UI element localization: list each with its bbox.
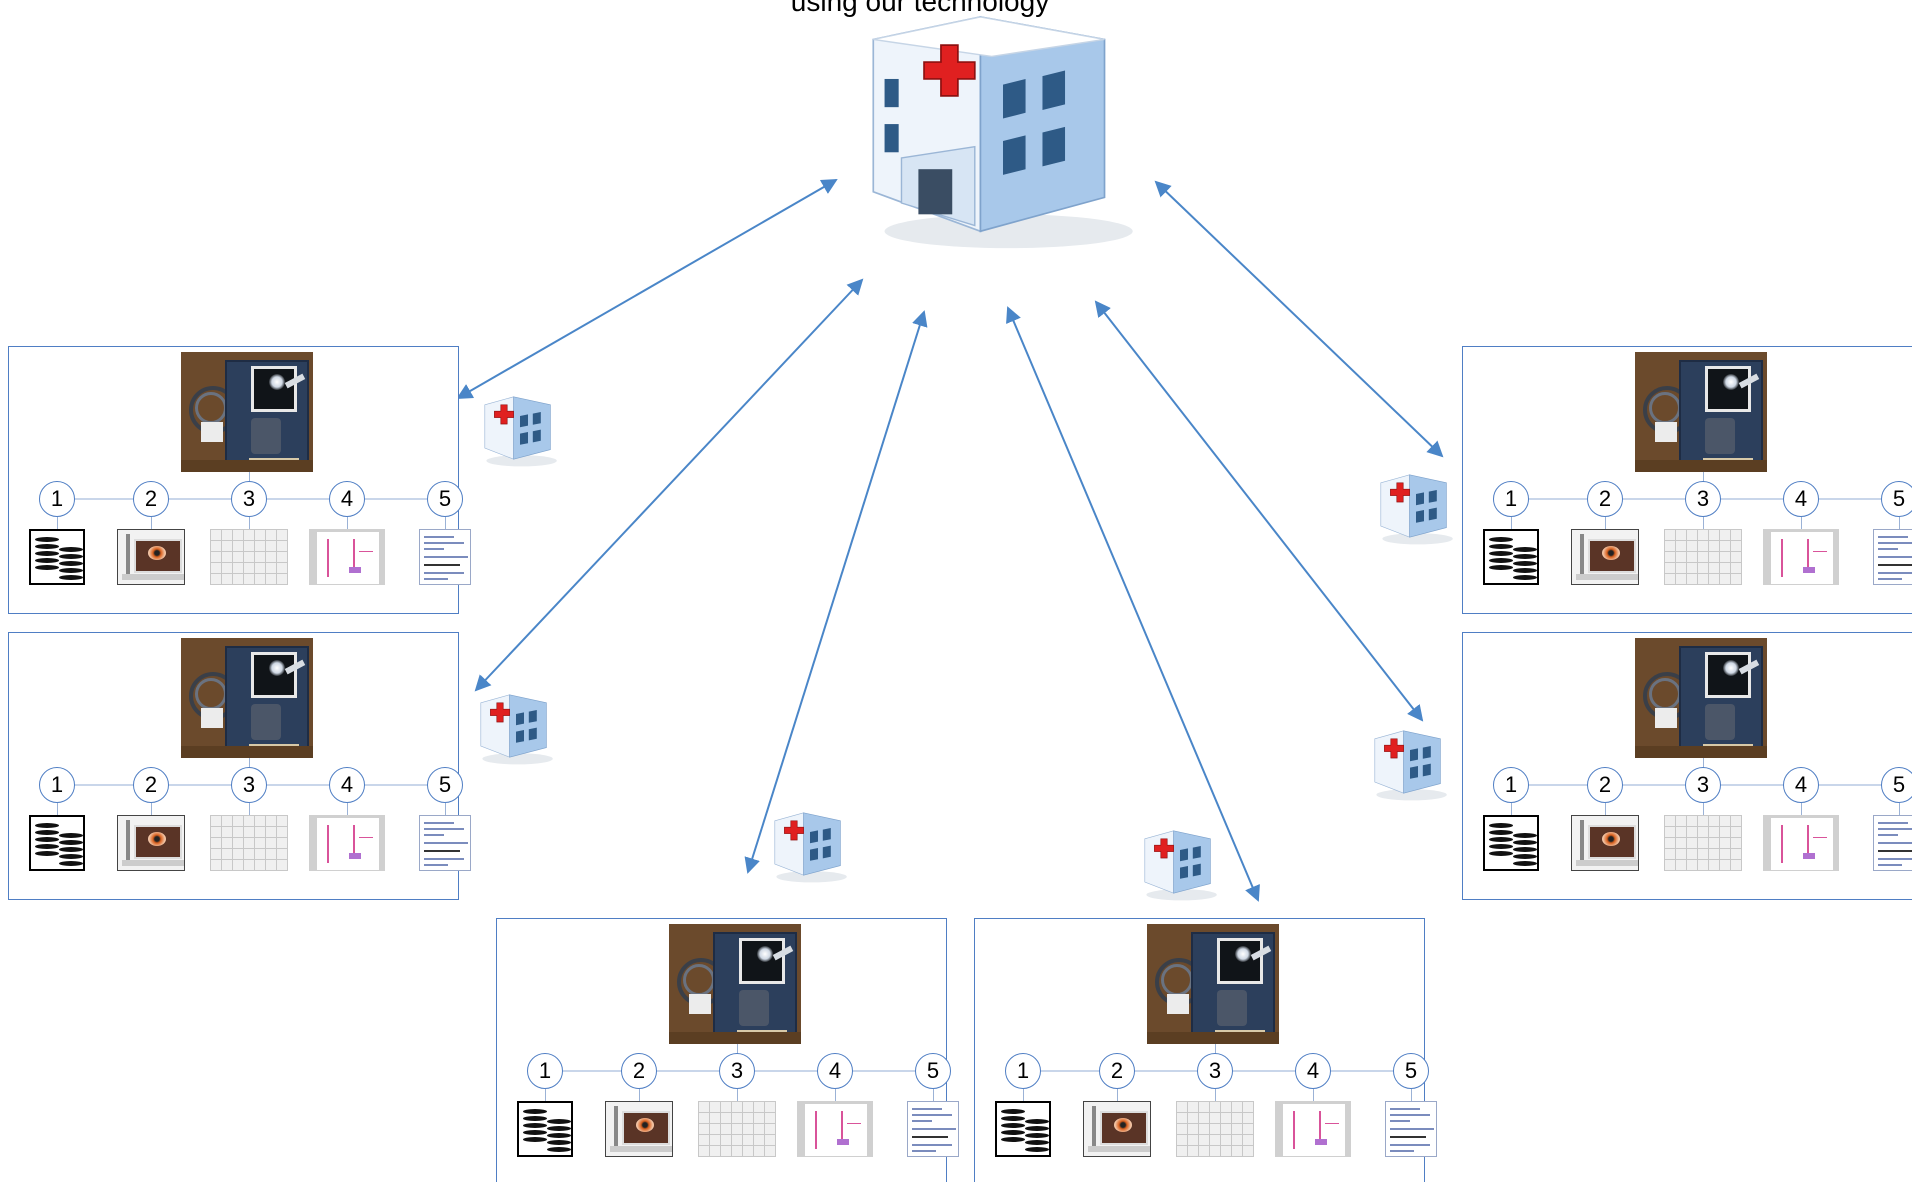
tms-device-photo [1147,924,1279,1044]
step-number: 5 [1881,481,1912,517]
small-hospital-icon [774,812,847,883]
step-number: 3 [1197,1053,1233,1089]
small-hospital-icon [1144,830,1217,901]
step-number: 4 [1295,1053,1331,1089]
panel-bottom-right: 1 2 3 4 5 [974,918,1437,1182]
step-number: 5 [1881,767,1912,803]
grid-sheet-icon [698,1101,776,1157]
chart-sheet-icon [797,1101,873,1157]
grid-sheet-icon [1176,1101,1254,1157]
arrow-to-bottom-left [744,310,928,874]
step-number: 4 [329,481,365,517]
coin-stack-icon [1483,815,1539,871]
step-number: 1 [39,767,75,803]
arrow-to-bottom-right [1006,306,1260,902]
small-hospital-icon [484,396,557,467]
arrow-to-left-middle [474,278,864,692]
coin-stack-icon [995,1101,1051,1157]
panel-left-top: 1 2 3 4 5 [8,346,471,614]
step-number: 3 [231,481,267,517]
step-number: 1 [1005,1053,1041,1089]
panel-right-top: 1 2 3 4 5 [1462,346,1912,614]
chart-sheet-icon [1763,815,1839,871]
step-number: 5 [427,767,463,803]
panel-left-middle: 1 2 3 4 5 [8,632,471,900]
eye-microscope-icon [1571,815,1639,871]
tms-device-photo [1635,638,1767,758]
eye-microscope-icon [117,815,185,871]
step-number: 4 [1783,481,1819,517]
eye-microscope-icon [1571,529,1639,585]
chart-sheet-icon [309,529,385,585]
step-number: 3 [1685,481,1721,517]
report-sheet-icon [419,529,471,585]
coin-stack-icon [517,1101,573,1157]
report-sheet-icon [1873,529,1912,585]
grid-sheet-icon [210,815,288,871]
panel-right-middle: 1 2 3 4 5 [1462,632,1912,900]
tms-device-photo [669,924,801,1044]
step-number: 4 [329,767,365,803]
step-number: 4 [1783,767,1819,803]
step-number: 2 [1587,767,1623,803]
step-number: 2 [133,481,169,517]
coin-stack-icon [29,529,85,585]
step-number: 3 [719,1053,755,1089]
eye-microscope-icon [605,1101,673,1157]
small-hospital-icon [1374,730,1447,801]
report-sheet-icon [1385,1101,1437,1157]
step-number: 1 [1493,481,1529,517]
grid-sheet-icon [1664,529,1742,585]
step-number: 1 [527,1053,563,1089]
tms-device-photo [1635,352,1767,472]
arrow-to-right-top [1154,180,1444,458]
eye-microscope-icon [1083,1101,1151,1157]
grid-sheet-icon [210,529,288,585]
step-number: 5 [915,1053,951,1089]
small-hospital-icon [1380,474,1453,545]
chart-sheet-icon [1763,529,1839,585]
grid-sheet-icon [1664,815,1742,871]
step-number: 2 [1099,1053,1135,1089]
tms-device-photo [181,352,313,472]
central-hospital-icon [872,15,1133,249]
step-number: 3 [1685,767,1721,803]
chart-sheet-icon [309,815,385,871]
tms-device-photo [181,638,313,758]
step-number: 1 [39,481,75,517]
eye-microscope-icon [117,529,185,585]
arrow-to-right-middle [1094,300,1424,722]
report-sheet-icon [419,815,471,871]
coin-stack-icon [29,815,85,871]
step-number: 5 [427,481,463,517]
step-number: 5 [1393,1053,1429,1089]
step-number: 1 [1493,767,1529,803]
step-number: 3 [231,767,267,803]
chart-sheet-icon [1275,1101,1351,1157]
small-hospital-icon [480,694,553,765]
report-sheet-icon [1873,815,1912,871]
arrow-to-left-top [456,179,838,399]
diagram-title: using our technology [790,0,1050,17]
panel-bottom-left: 1 2 3 4 5 [496,918,959,1182]
report-sheet-icon [907,1101,959,1157]
step-number: 2 [621,1053,657,1089]
step-number: 2 [133,767,169,803]
step-number: 2 [1587,481,1623,517]
step-number: 4 [817,1053,853,1089]
coin-stack-icon [1483,529,1539,585]
